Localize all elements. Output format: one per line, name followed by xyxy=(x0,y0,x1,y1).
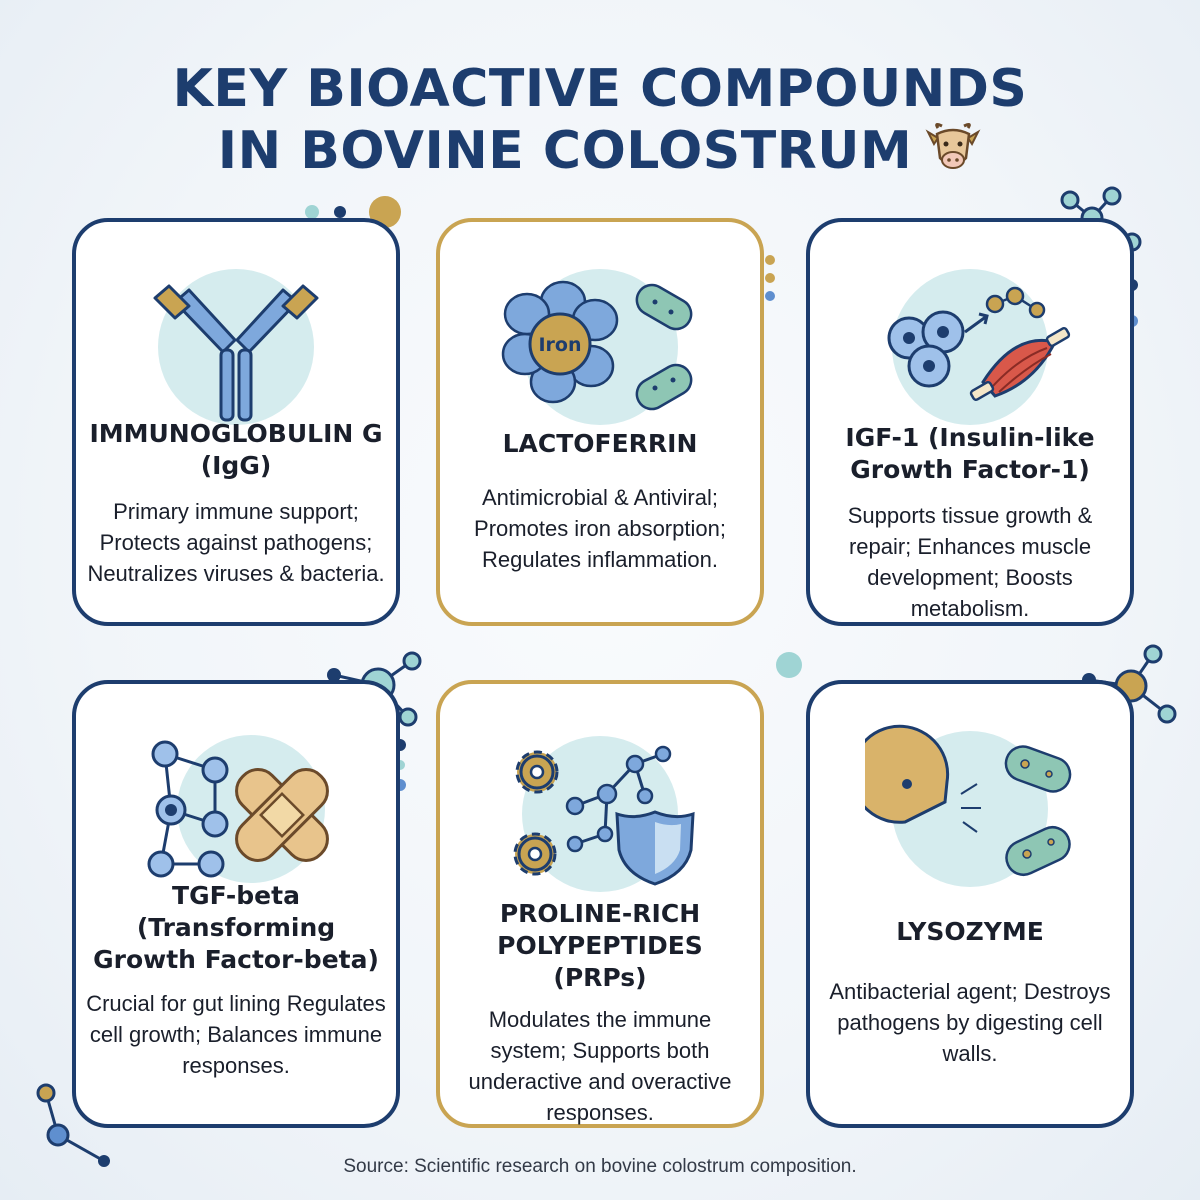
card-title: TGF-beta (Transforming Growth Factor-bet… xyxy=(93,881,379,974)
antibody-icon xyxy=(131,262,341,432)
card-tgf-beta: TGF-beta (Transforming Growth Factor-bet… xyxy=(72,680,400,1128)
card-title: LYSOZYME xyxy=(896,917,1044,946)
card-title: IGF-1 (Insulin-like Growth Factor-1) xyxy=(845,423,1095,484)
card-title: PROLINE-RICH POLYPEPTIDES (PRPs) xyxy=(497,899,703,992)
card-description: Antibacterial agent; Destroys pathogens … xyxy=(829,979,1111,1066)
card-description: Crucial for gut lining Regulates cell gr… xyxy=(86,991,386,1078)
molecule-bottom-left-icon xyxy=(36,1083,110,1167)
card-lactoferrin: Iron LACTOFERRIN Antimicrobial & Antivir… xyxy=(436,218,764,626)
decorative-dot-center xyxy=(776,652,802,678)
card-description: Antimicrobial & Antiviral; Promotes iron… xyxy=(474,485,726,572)
iron-molecule-bacteria-icon: Iron xyxy=(495,262,705,432)
card-title: LACTOFERRIN xyxy=(502,429,698,458)
source-note: Source: Scientific research on bovine co… xyxy=(343,1156,857,1177)
gears-shield-icon xyxy=(495,724,705,894)
card-immunoglobulin-g: IMMUNOGLOBULIN G (IgG) Primary immune su… xyxy=(72,218,400,626)
iron-label: Iron xyxy=(538,334,581,356)
cow-icon xyxy=(924,122,982,188)
title-line-1: KEY BIOACTIVE COMPOUNDS xyxy=(172,59,1028,119)
page-title: KEY BIOACTIVE COMPOUNDS IN BOVINE COLOST… xyxy=(0,58,1200,188)
card-proline-rich-polypeptides: PROLINE-RICH POLYPEPTIDES (PRPs) Modulat… xyxy=(436,680,764,1128)
cells-muscle-icon xyxy=(865,262,1075,432)
card-lysozyme: LYSOZYME Antibacterial agent; Destroys p… xyxy=(806,680,1134,1128)
card-title: IMMUNOGLOBULIN G (IgG) xyxy=(89,419,383,480)
card-description: Modulates the immune system; Supports bo… xyxy=(468,1007,732,1125)
decorative-dots-mid-1 xyxy=(765,255,775,301)
network-bandage-icon xyxy=(131,724,341,894)
card-igf-1: IGF-1 (Insulin-like Growth Factor-1) Sup… xyxy=(806,218,1134,626)
title-line-2: IN BOVINE COLOSTRUM xyxy=(0,120,1200,188)
card-description: Supports tissue growth & repair; Enhance… xyxy=(847,503,1093,621)
pacman-bacteria-icon xyxy=(865,724,1075,894)
title-line-2-text: IN BOVINE COLOSTRUM xyxy=(217,121,913,181)
card-description: Primary immune support; Protects against… xyxy=(87,499,385,586)
